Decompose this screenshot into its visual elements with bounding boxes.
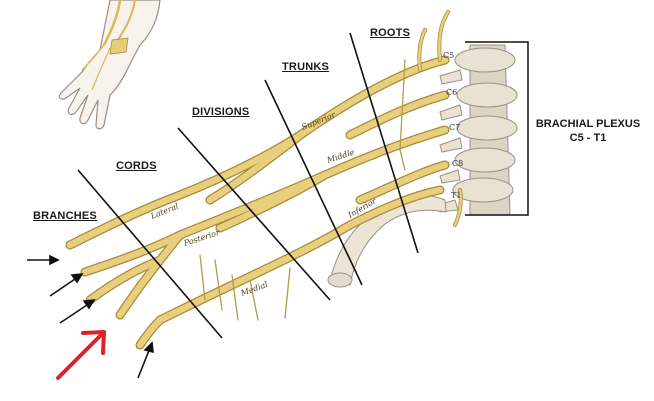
header-cords: CORDS: [116, 160, 157, 172]
vertebral-column: [437, 44, 518, 216]
plexus-title-line1: BRACHIAL PLEXUS: [535, 118, 641, 130]
plexus-title-line2: C5 - T1: [569, 132, 607, 144]
hand-illustration: [58, 0, 161, 130]
header-branches: BRANCHES: [33, 210, 97, 222]
label-c5: C5: [443, 51, 454, 60]
nerve-network: [65, 10, 463, 350]
pointer-arrows: [27, 254, 154, 379]
plexus-bracket: [465, 41, 529, 216]
highlight-arrow: [56, 330, 106, 380]
plexus-title: BRACHIAL PLEXUS C5 - T1: [530, 117, 646, 145]
header-divisions: DIVISIONS: [192, 106, 250, 118]
label-c7: C7: [449, 123, 460, 132]
label-superior: Superior: [300, 110, 337, 132]
section-dividers: [77, 32, 419, 339]
label-t1: T1: [451, 191, 461, 200]
header-trunks: TRUNKS: [282, 61, 330, 73]
label-c6: C6: [446, 88, 457, 97]
label-c8: C8: [452, 159, 463, 168]
header-roots: ROOTS: [370, 27, 411, 39]
